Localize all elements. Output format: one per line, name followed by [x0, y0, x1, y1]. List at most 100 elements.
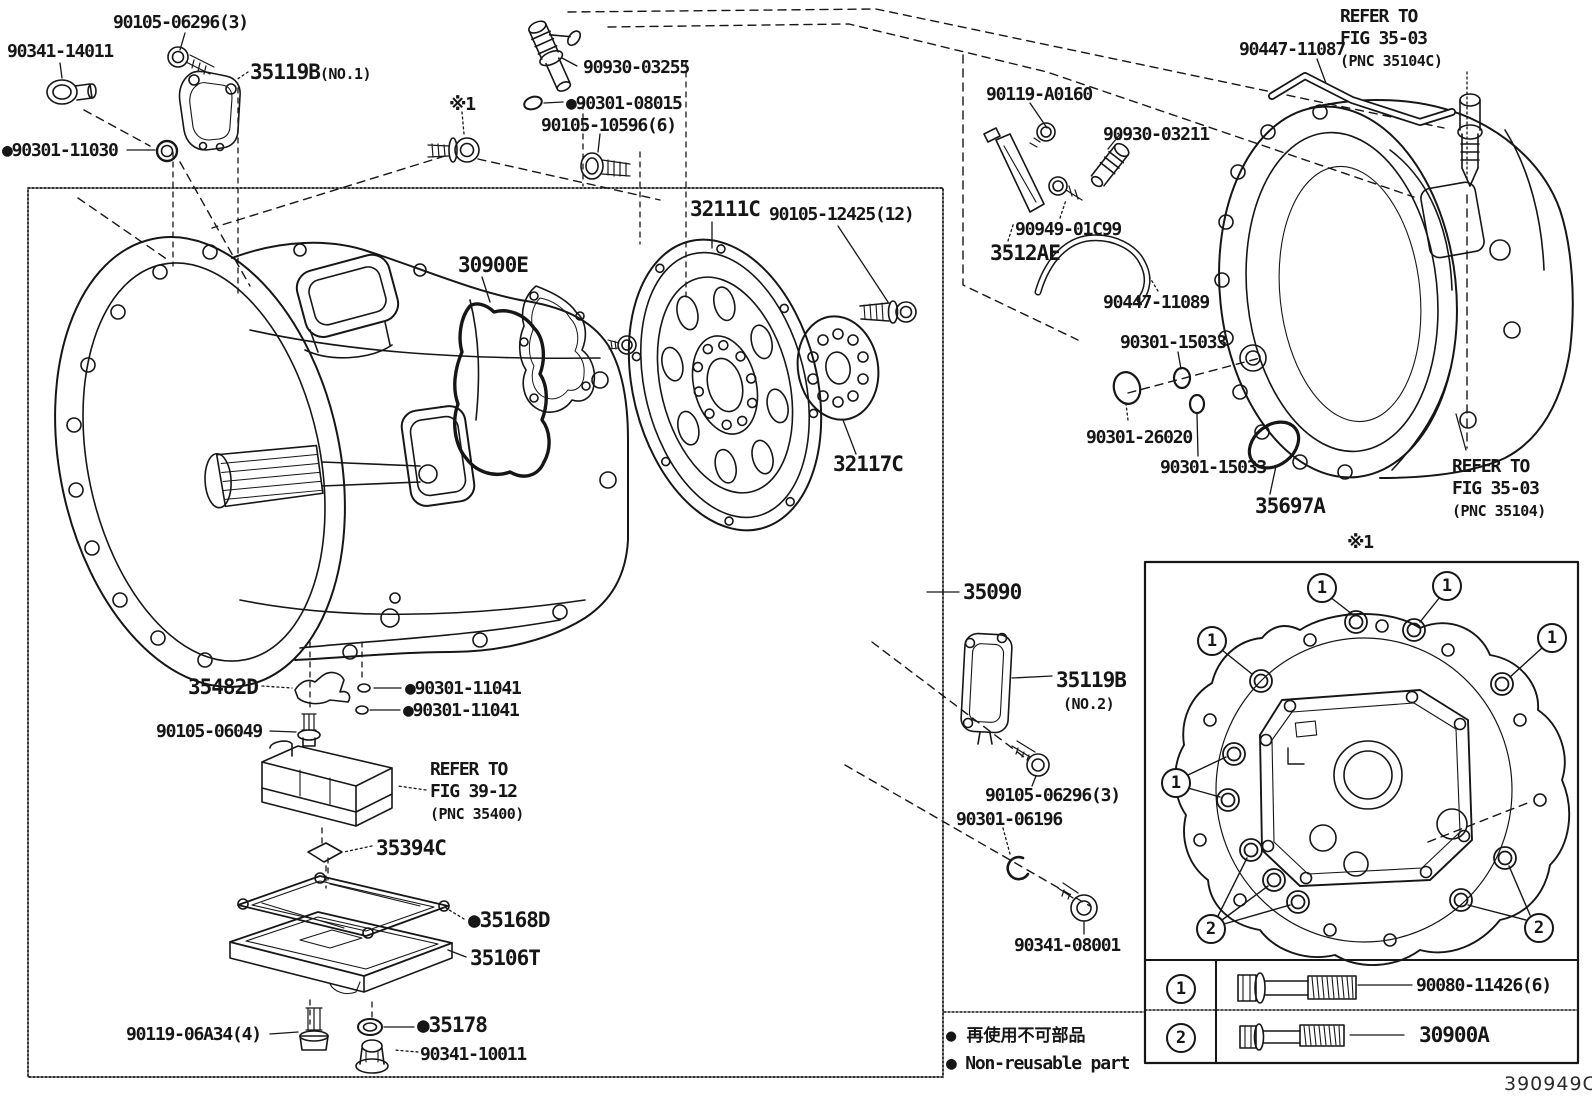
main-box: [27, 187, 944, 1078]
label-oring-90301-15033-a: 90301-15033: [1120, 332, 1227, 353]
orings-right-art: [1112, 366, 1206, 415]
strainer-35168d-art: [237, 872, 450, 939]
bolt-90105-10596-art: [580, 152, 631, 180]
ref-line: (PNC 35104): [1452, 502, 1546, 520]
callout-1-marker: 1: [1197, 626, 1227, 656]
label-bracket-3512ae: 3512AE: [990, 241, 1061, 265]
label-bolt-90119-a0160: 90119-A0160: [986, 84, 1093, 105]
plug-90341-10011-art: [355, 1039, 389, 1074]
bolt-90105-06049-art: [297, 713, 321, 747]
snapring-90301-06196-art: [1006, 855, 1030, 881]
label-footnote-marker-2: ※1: [1347, 532, 1374, 553]
bolt-90949-01c99-art: [1048, 176, 1083, 201]
callout-1-marker: 1: [1161, 768, 1191, 798]
dashed-construction-lines: [77, 8, 1531, 907]
legend-non-reusable-ja: ● 再使用不可部品: [946, 1026, 1086, 1046]
footnote-bolt-art: [427, 137, 480, 163]
ref-line: REFER TO: [1340, 6, 1418, 27]
bolt-90105-06296-no2-art: [1011, 740, 1050, 777]
oring-90301-11030-art: [155, 139, 179, 163]
label-oring-90301-11041-b: ●90301-11041: [403, 700, 520, 721]
callout-1-marker: 1: [1537, 623, 1567, 653]
label-sheet-35394c: 35394C: [376, 836, 447, 860]
solid-label-leaders: [59, 32, 1467, 1036]
transaxle-case-art: [54, 236, 629, 688]
solenoid-block-art: [261, 740, 393, 827]
oil-pan-35106t-art: [229, 911, 453, 995]
label-oring-90301-08015: ●90301-08015: [566, 93, 683, 114]
right-housing-art: [1214, 99, 1574, 480]
bolt-table-part-2: 30900A: [1419, 1023, 1490, 1047]
ref-fig-35-03-pnc-35104c: REFER TO FIG 35-03 (PNC 35104C): [1340, 6, 1443, 72]
label-ring-90301-06196: 90301-06196: [956, 809, 1063, 830]
inset-rear-view-art: [1174, 596, 1571, 966]
ref-fig-39-12-pnc-35400: REFER TO FIG 39-12 (PNC 35400): [430, 759, 524, 825]
ref-line: FIG 39-12: [430, 781, 518, 802]
label-oring-90301-15033-b: 90301-15033: [1160, 457, 1267, 478]
label-bolt-90105-06049: 90105-06049: [156, 721, 263, 742]
label-driveplate-32111c: 32111C: [690, 197, 761, 221]
ref-line: FIG 35-03: [1452, 478, 1540, 499]
label-bolt-90105-10596: 90105-10596(6): [541, 115, 677, 136]
bolt-90119-06a34-art: [299, 1007, 329, 1051]
label-oring-90301-26020: 90301-26020: [1086, 427, 1193, 448]
label-washer-35178: ●35178: [417, 1013, 488, 1037]
bolt-table-callout-2: 2: [1166, 1023, 1196, 1053]
label-bolt-90105-06296-no1: 90105-06296(3): [113, 12, 249, 33]
dashed-vertical-leaders: [172, 61, 687, 1025]
label-union-90930-03211: 90930-03211: [1103, 124, 1210, 145]
ref-line: (PNC 35104C): [1340, 52, 1443, 70]
callout-1-marker: 1: [1432, 571, 1462, 601]
legend-non-reusable-en: ● Non-reusable part: [946, 1053, 1130, 1074]
oring-90301-08015-art: [523, 95, 543, 111]
bolt-90105-06296-no1-art: [167, 46, 215, 75]
label-hose-90447-11087: 90447-11087: [1239, 39, 1346, 60]
callout-1-marker: 1: [1307, 573, 1337, 603]
callout-2-marker: 2: [1196, 914, 1226, 944]
bolt-table-art: [1237, 972, 1357, 1051]
plug-90341-08001-art: [1057, 882, 1098, 922]
breather-90930-03255-art: [528, 20, 582, 92]
label-plug-90341-10011: 90341-10011: [420, 1044, 527, 1065]
hose-90447-11089-art: [1034, 234, 1151, 304]
bolt-table-callout-1: 1: [1166, 974, 1196, 1004]
gasket-35119b-no1-art: [178, 70, 241, 152]
spacer-32117c-art: [796, 315, 880, 421]
label-oring-90301-11030: ●90301-11030: [2, 140, 119, 161]
ref-fig-35-03-pnc-35104: REFER TO FIG 35-03 (PNC 35104): [1452, 456, 1546, 522]
label-bolt-90105-06296-no2: 90105-06296(3): [985, 785, 1121, 806]
label-bolt-90949-01c99: 90949-01C99: [1015, 219, 1122, 240]
label-gasket-35119b-no1-code: 35119B: [250, 60, 321, 84]
inset-box: [943, 560, 1580, 1065]
label-bracket-35482d: 35482D: [188, 675, 259, 699]
label-plug-90341-08001: 90341-08001: [1014, 935, 1121, 956]
label-spacer-32117c: 32117C: [833, 452, 904, 476]
label-bolt-90105-12425: 90105-12425(12): [769, 204, 915, 225]
label-bolt-90119-06a34: 90119-06A34(4): [126, 1024, 262, 1045]
plug-90341-14011-art: [46, 79, 97, 105]
callout-2-marker: 2: [1524, 913, 1554, 943]
bolt-90105-12425-art: [859, 300, 917, 324]
ref-line: (PNC 35400): [430, 805, 524, 823]
connector-pnc35104c-art: [1457, 93, 1483, 187]
hose-90447-11087-art: [1268, 72, 1456, 126]
label-assy-35090: 35090: [963, 580, 1022, 604]
figure-code: 390949C: [1504, 1073, 1592, 1095]
small-bolt-art: [607, 335, 637, 355]
sheet-35394c-art: [307, 842, 343, 863]
cover-plate-art: [518, 285, 596, 413]
label-gasket-35119b-no1-sub: (NO.1): [319, 65, 372, 83]
bracket-90119-a0160-art: [983, 122, 1056, 213]
driveplate-art: [627, 238, 823, 532]
label-gasket-35119b-no1: 35119B(NO.1): [250, 60, 372, 85]
label-seal-35697a: 35697A: [1255, 494, 1326, 518]
label-strainer-35168d: ●35168D: [468, 908, 551, 932]
washer-35178-art: [357, 1018, 383, 1036]
label-hose-90447-11089: 90447-11089: [1103, 292, 1210, 313]
label-gasket-35119b-no2-sub: (NO.2): [1063, 695, 1115, 713]
label-footnote-marker-1: ※1: [449, 94, 476, 115]
label-gasket-35119b-no2: 35119B: [1056, 668, 1127, 692]
ref-line: FIG 35-03: [1340, 28, 1428, 49]
